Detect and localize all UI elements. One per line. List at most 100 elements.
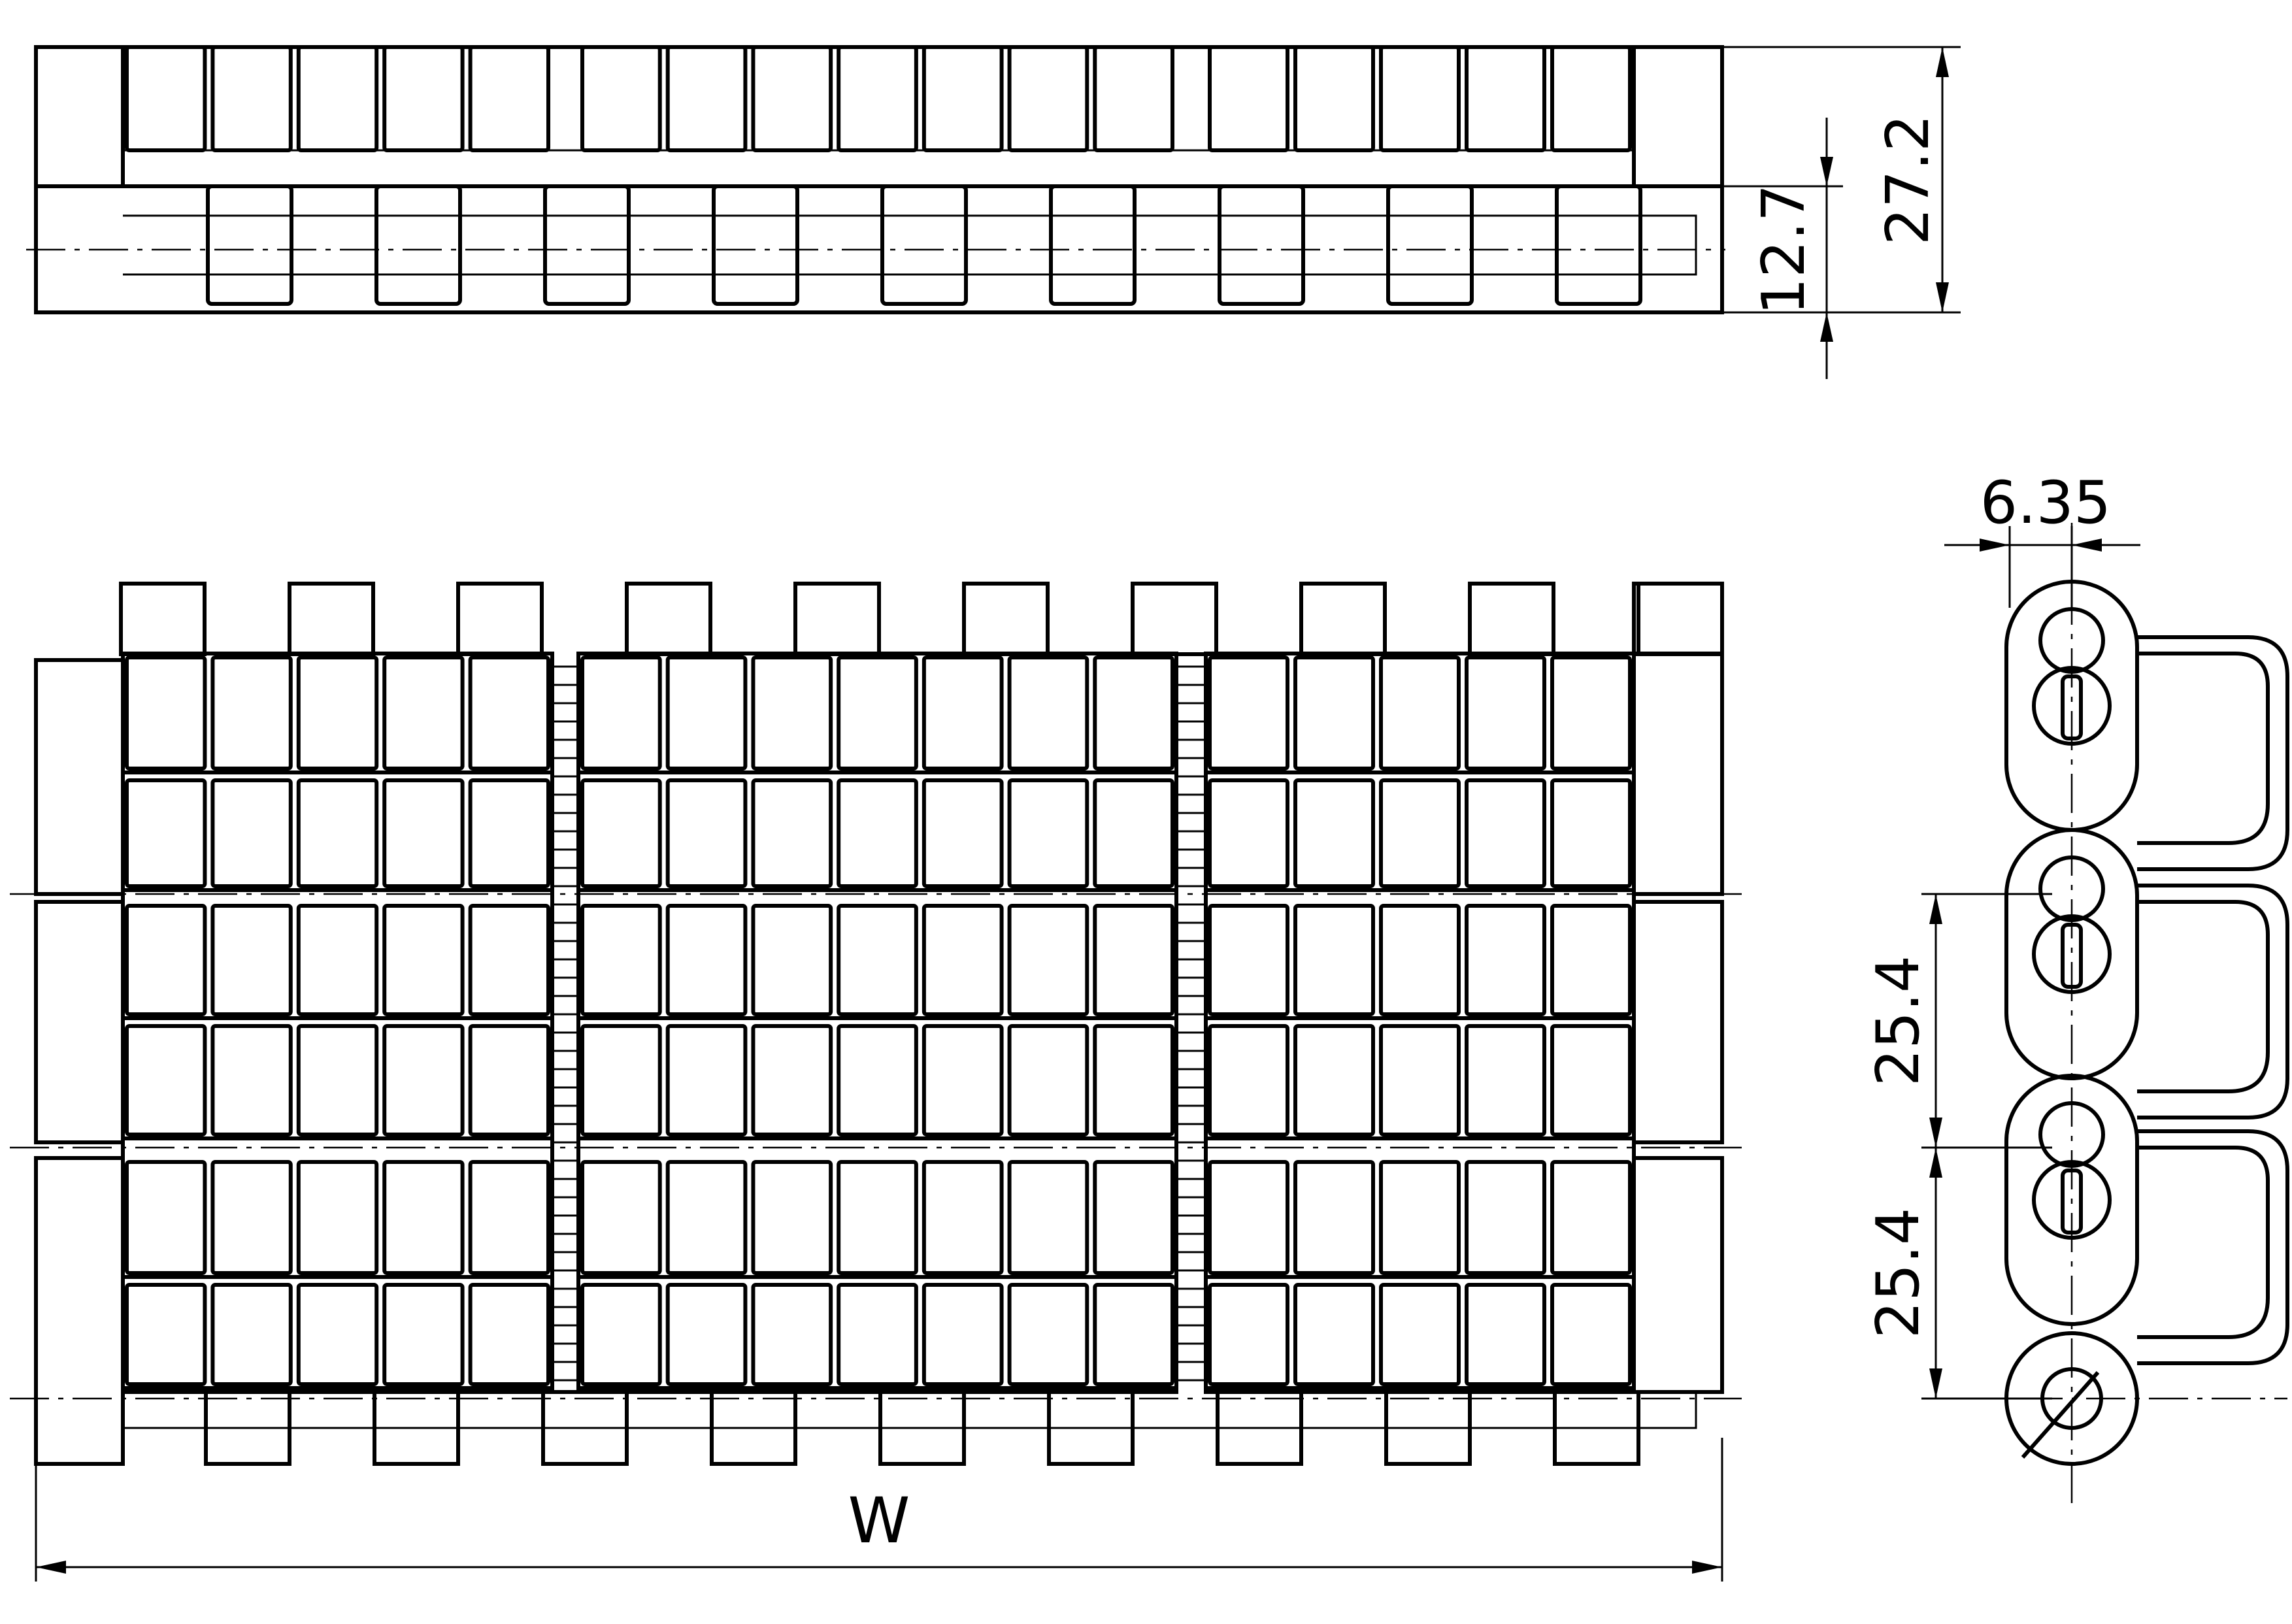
- module-cell: [1550, 904, 1632, 1016]
- module-cell: [210, 1283, 293, 1386]
- top-tab: [1131, 582, 1218, 656]
- module-group-outline: [121, 652, 554, 1394]
- module-cell: [296, 778, 379, 888]
- edge-module: [1632, 1156, 1724, 1394]
- module-cell: [580, 1283, 662, 1386]
- dimension-label-pitch-2: 25.4: [1864, 1208, 1933, 1338]
- module-cell: [296, 1283, 379, 1386]
- module-cell: [1379, 904, 1461, 1016]
- side-end-line: [2021, 1371, 2100, 1459]
- top-tooth: [543, 184, 631, 306]
- module-cell: [382, 778, 465, 888]
- module-cell: [1550, 1283, 1632, 1386]
- top-rib: [1379, 45, 1461, 152]
- dimension-pin-height: 12.7: [1722, 118, 1843, 379]
- top-tab: [1636, 582, 1724, 656]
- module-cell: [468, 655, 550, 771]
- top-tooth: [1555, 184, 1642, 306]
- module-cell: [751, 1160, 833, 1275]
- top-tab: [625, 582, 712, 656]
- module-cell: [125, 904, 207, 1016]
- module-cell: [1465, 1024, 1546, 1136]
- module-cell: [1293, 904, 1375, 1016]
- top-tooth: [1218, 184, 1305, 306]
- module-cell: [580, 655, 662, 771]
- top-tab: [456, 582, 544, 656]
- module-cell: [922, 1283, 1004, 1386]
- module-cell: [296, 1024, 379, 1136]
- module-cell: [837, 904, 918, 1016]
- top-rib: [1007, 45, 1089, 152]
- edge-tab: [1632, 582, 1724, 656]
- top-tooth: [712, 184, 799, 306]
- module-cell: [1007, 655, 1089, 771]
- module-cell: [580, 904, 662, 1016]
- side-flight-outer: [2137, 884, 2289, 1119]
- module-cell: [1293, 655, 1375, 771]
- top-tooth: [206, 184, 293, 306]
- module-cell: [1007, 1283, 1089, 1386]
- module-cell: [1550, 1160, 1632, 1275]
- module-cell: [1550, 655, 1632, 771]
- plan-connecting-rods: [552, 665, 1206, 1382]
- module-cell: [1093, 1024, 1175, 1136]
- top-rib: [837, 45, 918, 152]
- module-cell: [922, 904, 1004, 1016]
- module-cell: [751, 655, 833, 771]
- top-view-hinge-teeth: [123, 184, 1697, 306]
- dimension-pitch-2: 25.4: [1864, 1148, 2052, 1400]
- edge-module: [34, 900, 125, 1144]
- edge-module: [34, 658, 125, 896]
- dimension-label-pitch-1: 25.4: [1864, 955, 1933, 1086]
- module-cell: [125, 655, 207, 771]
- module-cell: [922, 778, 1004, 888]
- module-cell: [296, 1160, 379, 1275]
- module-cell: [922, 1160, 1004, 1275]
- module-cell: [1550, 1024, 1632, 1136]
- module-cell: [580, 1160, 662, 1275]
- dimension-label-pin-offset: 6.35: [1980, 469, 2111, 537]
- top-rod-end: [1634, 214, 1697, 276]
- module-cell: [210, 904, 293, 1016]
- module-cell: [922, 655, 1004, 771]
- module-cell: [837, 655, 918, 771]
- top-rib: [1465, 45, 1546, 152]
- module-cell: [751, 1283, 833, 1386]
- module-cell: [1093, 1160, 1175, 1275]
- top-tab: [288, 582, 375, 656]
- module-cell: [1465, 778, 1546, 888]
- dimension-label-width: W: [848, 1484, 910, 1557]
- module-cell: [665, 778, 748, 888]
- module-cell: [1379, 778, 1461, 888]
- module-cell: [1379, 1024, 1461, 1136]
- module-cell: [1465, 1160, 1546, 1275]
- dimension-pitch-1: 25.4: [1864, 893, 2052, 1149]
- top-rib: [296, 45, 379, 152]
- top-rib: [125, 45, 207, 152]
- edge-module: [1632, 652, 1724, 896]
- module-cell: [922, 1024, 1004, 1136]
- side-view: [1961, 523, 2289, 1503]
- plan-view: [10, 582, 1742, 1466]
- module-group-outline: [1204, 652, 1636, 1394]
- module-cell: [382, 1160, 465, 1275]
- module-cell: [1293, 778, 1375, 888]
- dimension-belt-thickness: 27.2: [1722, 46, 1961, 314]
- dimension-pin-offset: 6.35: [1944, 469, 2140, 608]
- side-flight-outer: [2137, 635, 2289, 871]
- top-view-ribs: [125, 45, 1632, 152]
- edge-module: [1632, 900, 1724, 1144]
- module-cell: [837, 1283, 918, 1386]
- module-cell: [382, 655, 465, 771]
- dimension-width: W: [35, 1438, 1723, 1582]
- module-group-outline: [576, 652, 1178, 1394]
- module-cell: [296, 904, 379, 1016]
- module-cell: [210, 778, 293, 888]
- top-tooth: [1386, 184, 1474, 306]
- module-cell: [1093, 1283, 1175, 1386]
- module-cell: [837, 778, 918, 888]
- module-cell: [125, 778, 207, 888]
- edge-module: [34, 1156, 125, 1466]
- side-flight-outer: [2137, 1129, 2289, 1365]
